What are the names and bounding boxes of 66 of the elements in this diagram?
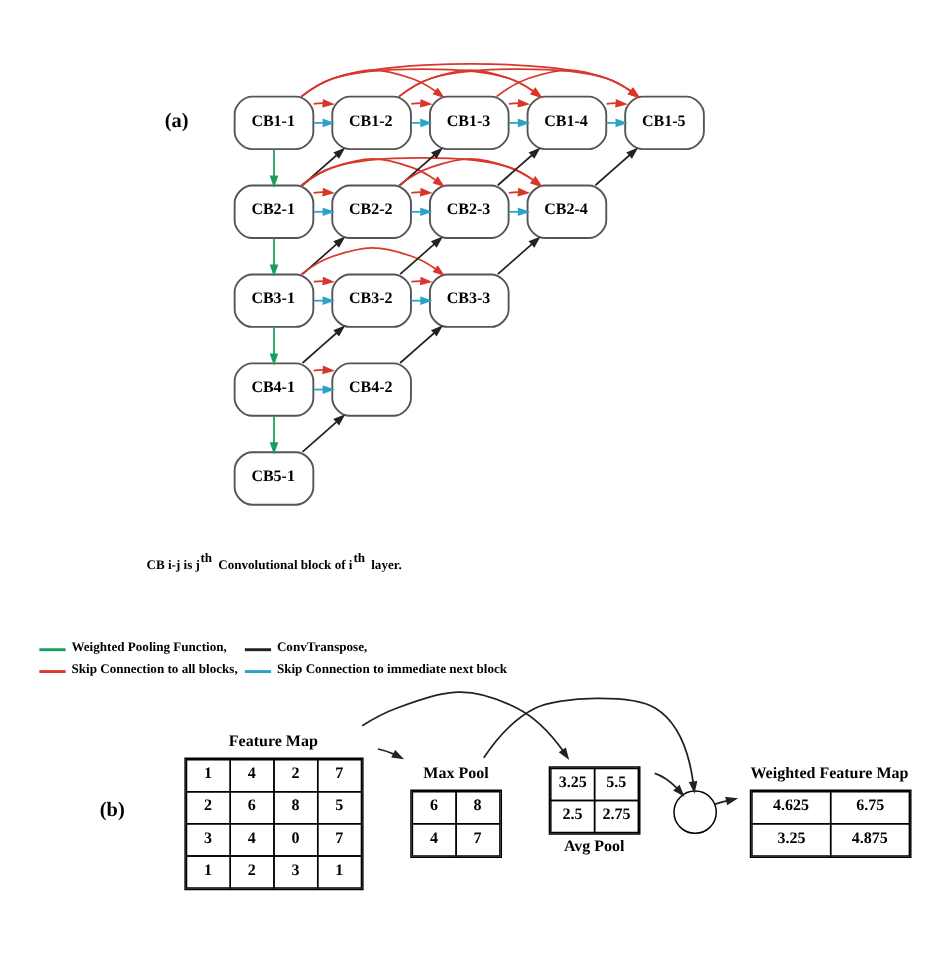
- node-box: CB2-3: [428, 184, 510, 239]
- node-box: CB3-3: [428, 273, 510, 328]
- arrow: [301, 236, 346, 275]
- node-box: CB4-2: [331, 362, 412, 417]
- node-box: CB5-1: [233, 451, 315, 506]
- arrow: [312, 276, 335, 286]
- node-box: CB2-4: [526, 184, 608, 239]
- arrow: [269, 148, 279, 188]
- arrow: [399, 325, 443, 364]
- arrow: [508, 98, 531, 108]
- arrow: [301, 414, 346, 453]
- arrow: [377, 748, 405, 760]
- arrow: [300, 246, 445, 277]
- node-box: CB1-5: [624, 95, 705, 151]
- node-box: CB1-1: [233, 95, 315, 151]
- arrow: [312, 296, 335, 305]
- arrow: [269, 415, 279, 455]
- arrow: [495, 69, 641, 99]
- arrow: [301, 147, 346, 187]
- arrow: [508, 187, 531, 197]
- node-box: CB2-1: [233, 184, 315, 239]
- arrow: [300, 62, 641, 99]
- node-label: Max Pool: [423, 764, 489, 783]
- arrow: [301, 325, 346, 364]
- arrow: [410, 118, 433, 128]
- arrow: [312, 207, 335, 217]
- arrow: [269, 326, 279, 366]
- arrow: [410, 296, 433, 305]
- arrow: [398, 158, 543, 188]
- arrow: [496, 236, 541, 275]
- arrow: [300, 157, 543, 188]
- arrow: [398, 68, 641, 99]
- arrow: [312, 187, 335, 197]
- label: (a): [164, 110, 189, 133]
- arrow: [399, 236, 443, 275]
- arrow: [410, 276, 433, 286]
- arrow: [410, 98, 433, 108]
- arrow: [361, 691, 570, 761]
- arrow: [269, 237, 279, 277]
- label: (b): [99, 800, 125, 823]
- node-label: Weighted Feature Map: [750, 764, 909, 783]
- node-box: CB3-1: [233, 273, 315, 328]
- arrow: [508, 118, 531, 128]
- arrow: [312, 118, 335, 128]
- node-box: CB1-3: [428, 95, 510, 151]
- node-label: Feature Map: [228, 732, 318, 751]
- arrow: [482, 697, 698, 794]
- node-box: CB3-2: [331, 273, 412, 328]
- node-box: CB1-2: [331, 95, 412, 151]
- arrow: [312, 98, 335, 108]
- arrow: [714, 796, 739, 806]
- arrow: [653, 772, 685, 797]
- arrow: [508, 207, 531, 217]
- arrow: [605, 98, 628, 108]
- arrow: [605, 118, 628, 128]
- arrow: [399, 147, 443, 187]
- node-box: CB1-4: [526, 95, 608, 151]
- arrow: [594, 147, 639, 187]
- node-circle: [673, 790, 717, 835]
- node-box: CB4-1: [233, 362, 315, 417]
- arrow: [410, 207, 433, 217]
- arrow: [312, 365, 335, 375]
- node-box: CB2-2: [331, 184, 412, 239]
- arrow: [496, 147, 541, 187]
- arrow: [410, 187, 433, 197]
- node-label: Avg Pool: [563, 837, 625, 856]
